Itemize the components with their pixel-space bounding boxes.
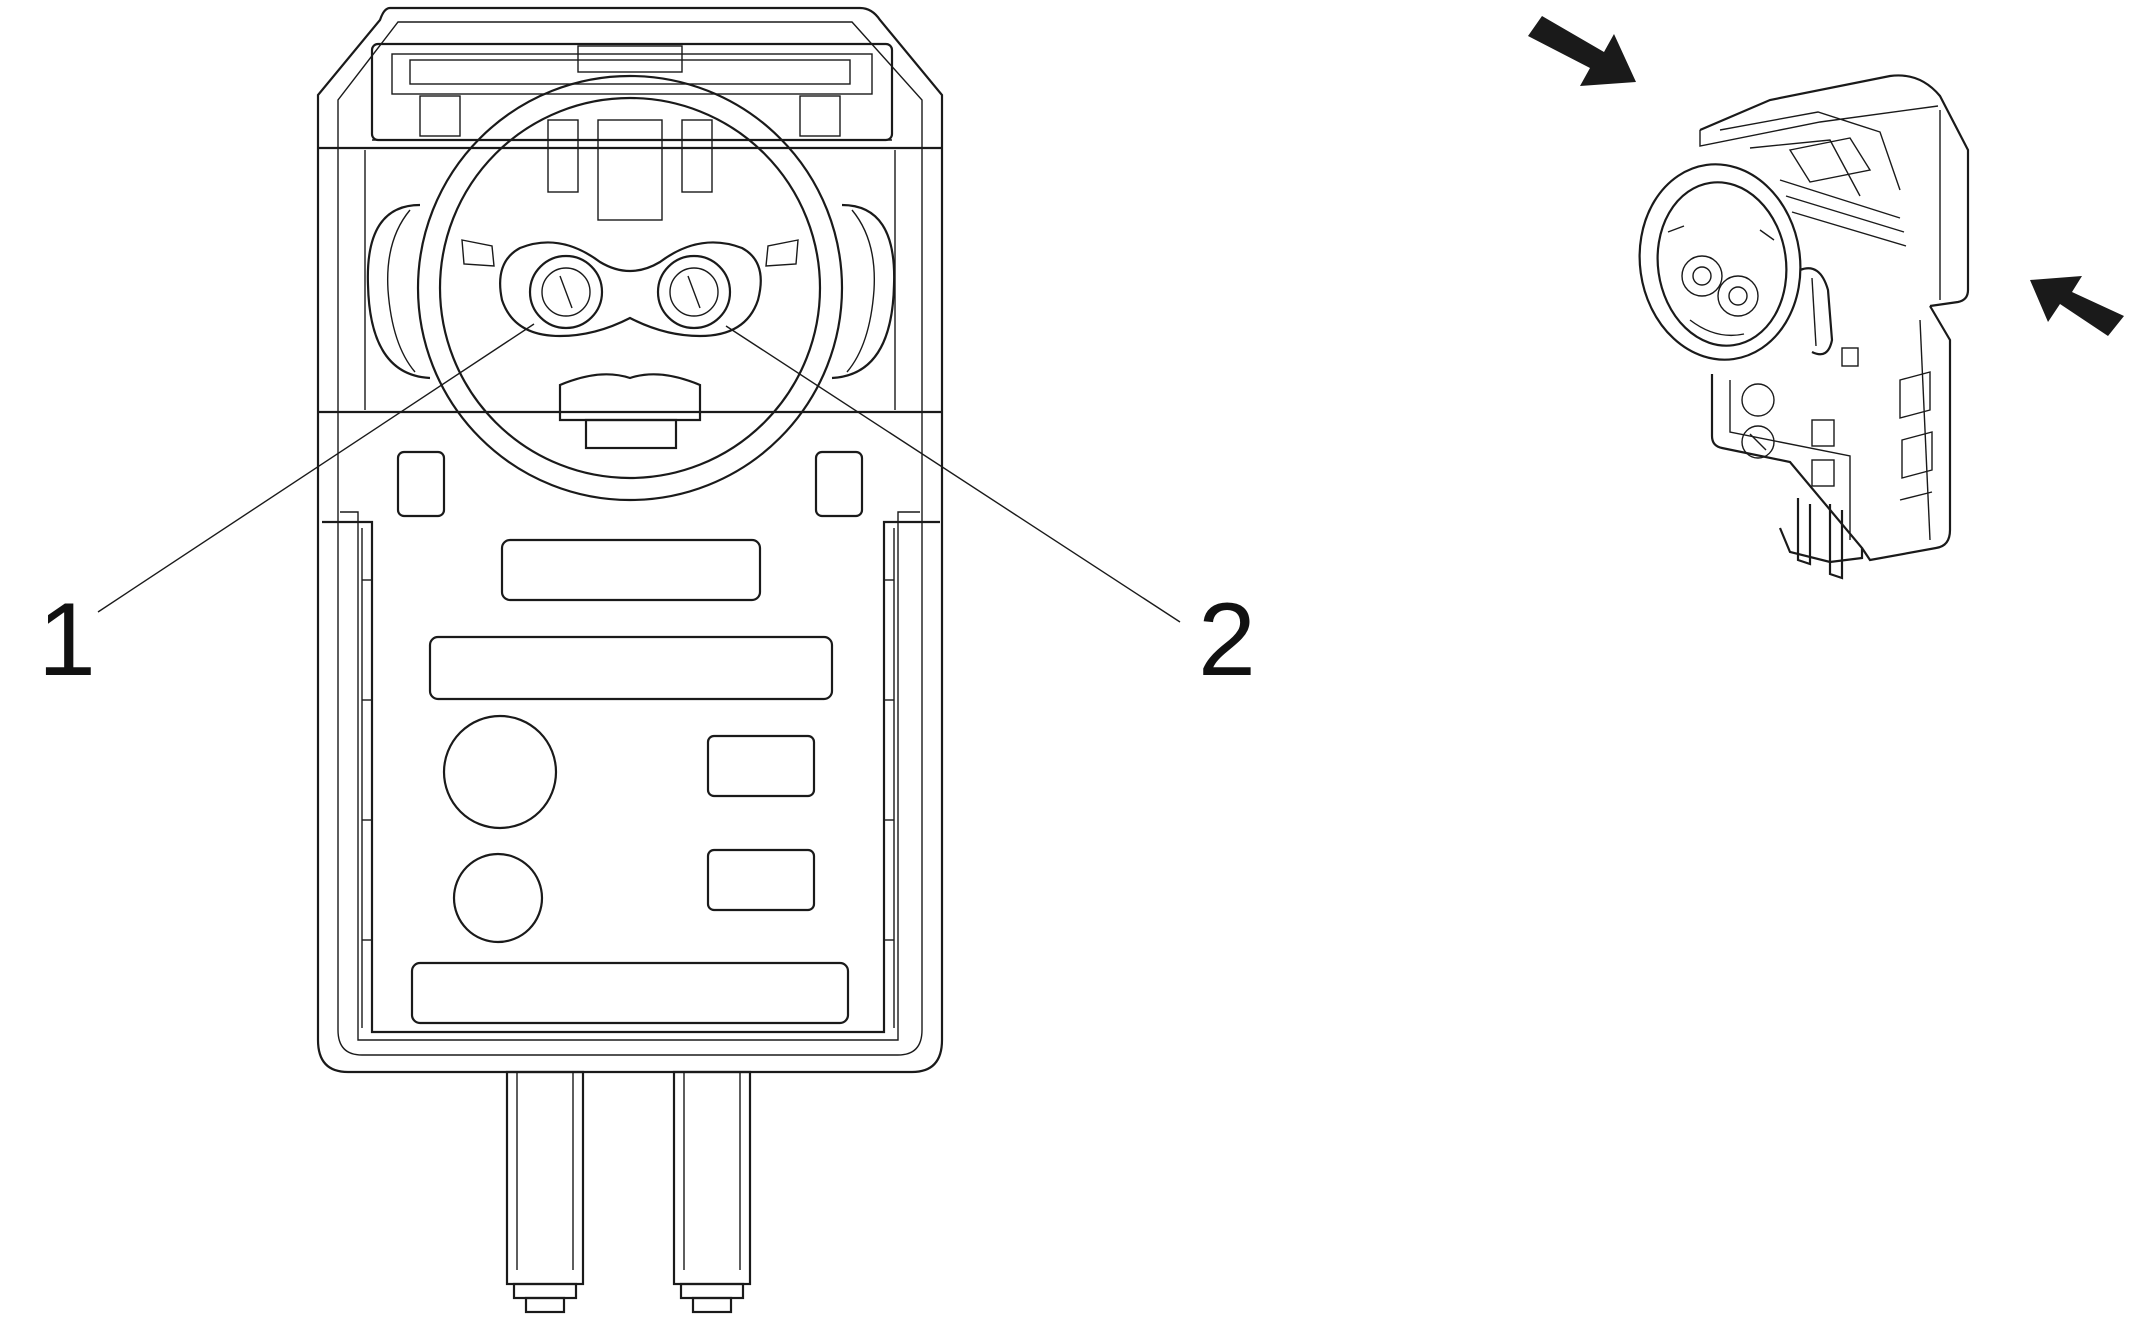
top-latch [370, 42, 894, 142]
pin-right [672, 1070, 752, 1314]
leader-line-2 [725, 325, 1181, 623]
label-plate-bottom [410, 961, 850, 1025]
square-feature-lower [706, 848, 816, 912]
housing-inner-outline [337, 21, 923, 1056]
round-feature-large [442, 714, 558, 830]
round-feature-small [452, 852, 544, 944]
socket-face [416, 74, 844, 502]
label-plate-wide [428, 635, 834, 701]
side-ribs [366, 203, 896, 380]
label-plate-top [500, 538, 762, 602]
left-tab [396, 450, 446, 518]
connector-front-view [316, 6, 944, 1314]
leader-line-1 [97, 323, 535, 613]
callout-label-1: 1 [38, 582, 96, 698]
arrow-up-left-icon [2030, 276, 2124, 336]
callout-label-2: 2 [1198, 582, 1256, 698]
square-feature-upper [706, 734, 816, 798]
connector-isometric-view [1638, 74, 1970, 580]
lower-panel [322, 511, 940, 1041]
arrow-down-right-icon [1528, 16, 1636, 86]
right-tab [814, 450, 864, 518]
housing-outline [316, 6, 944, 1074]
pin-left [505, 1070, 585, 1314]
